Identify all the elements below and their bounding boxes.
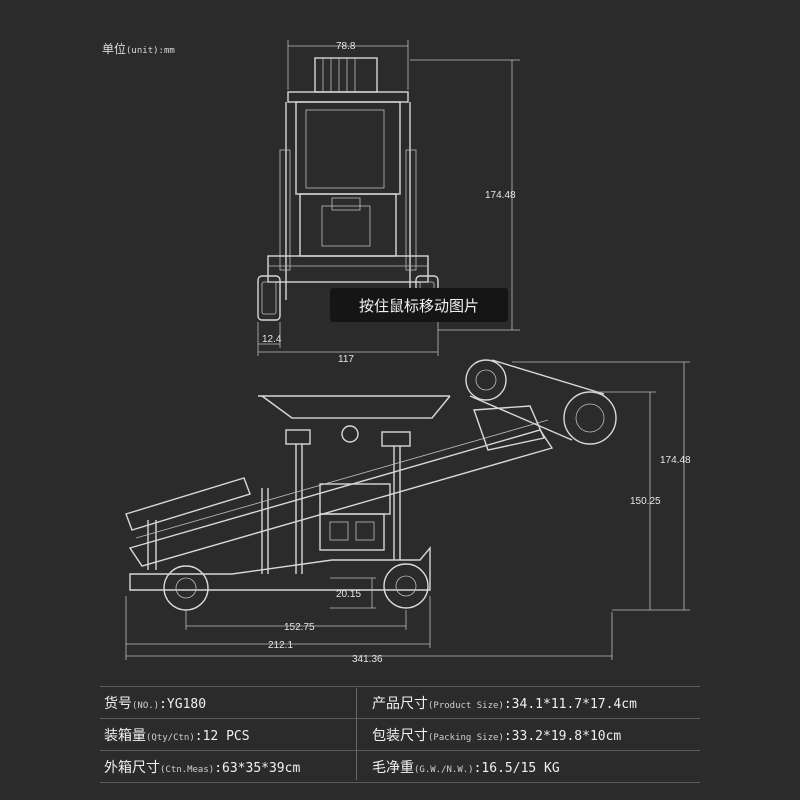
spec-item-no: 货号(NO.):YG180	[104, 693, 206, 713]
unit-label-sub: (unit):mm	[126, 46, 175, 56]
spec-divider-top	[100, 686, 700, 687]
spec-column-separator	[356, 688, 357, 780]
spec-item-packing-size: 包装尺寸(Packing Size):33.2*19.8*10cm	[372, 725, 621, 745]
technical-drawing: 78.8 174.48	[125, 40, 691, 665]
spec-no-paren: (NO.)	[132, 701, 160, 711]
spec-meas-paren: (Ctn.Meas)	[160, 765, 215, 775]
dim-side-total-length: 341.36	[352, 654, 383, 665]
front-view: 78.8 174.48	[257, 40, 520, 365]
spec-item-product-size: 产品尺寸(Product Size):34.1*11.7*17.4cm	[372, 693, 637, 713]
dim-front-wheel: 12.4	[262, 334, 282, 345]
spec-meas-value: :63*35*39cm	[214, 761, 301, 776]
spec-item-meas: 外箱尺寸(Ctn.Meas):63*35*39cm	[104, 757, 300, 777]
dim-front-top-width: 78.8	[336, 41, 356, 52]
spec-packing-size-label: 包装尺寸	[372, 728, 428, 744]
spec-qty-value: :12 PCS	[194, 729, 250, 744]
spec-packing-size-paren: (Packing Size)	[428, 733, 504, 743]
dim-front-height: 174.48	[485, 190, 516, 201]
spec-weight-value: :16.5/15 KG	[473, 761, 560, 776]
spec-product-size-paren: (Product Size)	[428, 701, 504, 711]
unit-label-text: 单位	[102, 42, 127, 56]
spec-no-label: 货号	[104, 696, 132, 712]
spec-divider-1	[100, 718, 700, 719]
spec-meas-label: 外箱尺寸	[104, 760, 160, 776]
spec-product-size-label: 产品尺寸	[372, 696, 428, 712]
spec-divider-2	[100, 750, 700, 751]
drag-image-tooltip: 按住鼠标移动图片	[330, 288, 508, 322]
dim-side-mid-length: 212.1	[268, 640, 293, 651]
spec-qty-label: 装箱量	[104, 728, 146, 744]
spec-divider-bottom	[100, 782, 700, 783]
spec-qty-paren: (Qty/Ctn)	[146, 733, 195, 743]
spec-item-weight: 毛净重(G.W./N.W.):16.5/15 KG	[372, 757, 560, 777]
dim-side-ground: 20.15	[336, 589, 361, 600]
spec-packing-size-value: :33.2*19.8*10cm	[503, 729, 622, 744]
spec-item-qty: 装箱量(Qty/Ctn):12 PCS	[104, 725, 250, 745]
side-view: 174.48 150.25 20.15 152.75 212.1 341.36	[125, 359, 691, 665]
dim-side-height-total: 174.48	[660, 455, 691, 466]
spec-weight-label: 毛净重	[372, 760, 414, 776]
unit-label: 单位(unit):mm	[102, 40, 175, 57]
spec-product-size-value: :34.1*11.7*17.4cm	[503, 697, 637, 712]
spec-weight-paren: (G.W./N.W.)	[414, 765, 474, 775]
spec-no-value: :YG180	[159, 697, 207, 712]
dim-side-height-inner: 150.25	[630, 496, 661, 507]
dim-side-wheelbase: 152.75	[284, 622, 315, 633]
dim-front-base-width: 117	[338, 354, 354, 365]
